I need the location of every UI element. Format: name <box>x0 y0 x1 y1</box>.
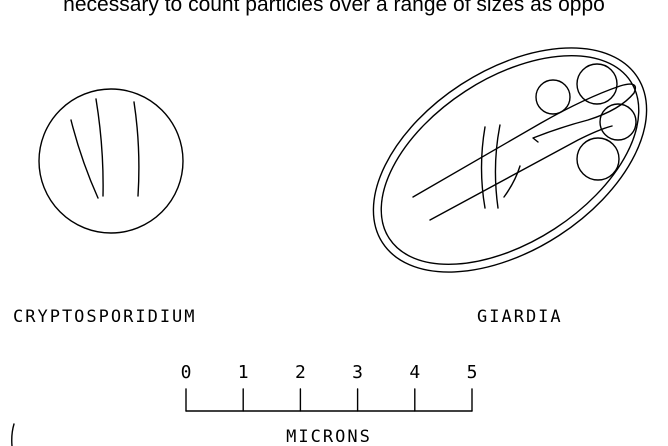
cryptosporidium-sporozoite-2 <box>95 98 104 197</box>
cryptosporidium-oocyst-outline <box>38 88 184 234</box>
giardia-nucleus-3 <box>599 103 637 141</box>
scale-tick-label-0: 0 <box>181 362 192 383</box>
cryptosporidium-sporozoite-3 <box>133 101 140 197</box>
giardia-cyst-outer-wall <box>372 47 648 273</box>
cryptosporidium-drawing <box>38 88 184 234</box>
giardia-axoneme-lower <box>429 125 613 221</box>
scale-tick-label-3: 3 <box>352 362 363 383</box>
scale-tick-labels: 0 1 2 3 4 5 <box>181 362 478 383</box>
cropped-edge-stroke <box>11 423 15 446</box>
cryptosporidium-sporozoite-1 <box>70 119 99 199</box>
giardia-nucleus-2 <box>576 63 618 105</box>
giardia-label: GIARDIA <box>477 307 563 327</box>
scale-tick-label-4: 4 <box>409 362 420 383</box>
scale-tick-label-5: 5 <box>467 362 478 383</box>
giardia-median-body-3 <box>503 165 521 198</box>
scale-tick-label-1: 1 <box>238 362 249 383</box>
micron-scale-bar: 0 1 2 3 4 5 MICRONS <box>181 362 478 446</box>
giardia-drawing <box>372 47 648 273</box>
cryptosporidium-label: CRYPTOSPORIDIUM <box>13 307 197 327</box>
scale-unit-label: MICRONS <box>286 427 372 446</box>
giardia-cyst-inner-wall <box>380 54 640 266</box>
giardia-median-body-2 <box>494 124 501 209</box>
giardia-nucleus-4 <box>576 137 620 181</box>
giardia-nucleus-1 <box>535 79 571 115</box>
giardia-median-body-1 <box>480 126 486 209</box>
cropped-caption-text: necessary to count particles over a rang… <box>63 0 605 16</box>
scale-tick-marks <box>185 388 473 412</box>
scale-tick-label-2: 2 <box>295 362 306 383</box>
giardia-axoneme-upper <box>412 83 637 198</box>
